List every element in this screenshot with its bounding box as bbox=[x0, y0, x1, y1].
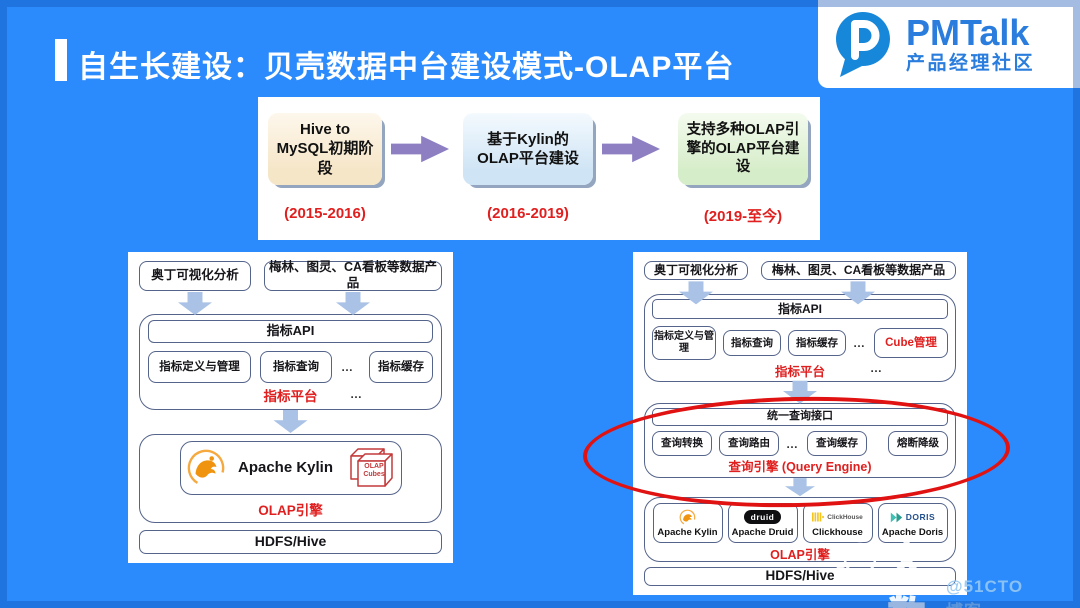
pmtalk-logo-icon bbox=[836, 12, 890, 77]
metric-modules-row: 指标定义与管理 指标查询 指标缓存 … Cube管理 bbox=[652, 325, 948, 361]
metric-platform-label-row: 指标平台 … bbox=[652, 361, 948, 380]
engine-name: Apache Doris bbox=[881, 526, 944, 538]
timeline-stage-2: 基于Kylin的 OLAP平台建设 bbox=[463, 113, 593, 185]
title-accent-bar bbox=[55, 39, 67, 81]
down-arrow-icon bbox=[783, 380, 817, 404]
druid-logo-icon: druid bbox=[743, 509, 782, 526]
down-arrow-icon bbox=[273, 409, 308, 433]
brand-text: PMTalk 产品经理社区 bbox=[906, 14, 1035, 74]
clickhouse-logo-icon: ClickHouse bbox=[812, 509, 863, 526]
module-query-routing: 查询路由 bbox=[719, 431, 779, 457]
module-metric-query: 指标查询 bbox=[260, 350, 332, 383]
module-metric-cache: 指标缓存 bbox=[369, 350, 433, 383]
engine-logos-row: Apache Kylin druid Apache Druid bbox=[652, 503, 948, 544]
source-box-odin: 奥丁可视化分析 bbox=[644, 261, 748, 281]
architecture-before-panel: 奥丁可视化分析 梅林、图灵、CA看板等数据产品 指标API 指标定义与管理 指标… bbox=[128, 252, 453, 563]
ellipsis-dots: … bbox=[786, 436, 800, 451]
watermark-text: 大数据架构师 bbox=[887, 540, 927, 608]
metric-platform-container: 指标API 指标定义与管理 指标查询 … 指标缓存 指标平台 … bbox=[139, 313, 442, 410]
storage-box: HDFS/Hive bbox=[644, 567, 956, 586]
module-metric-definition: 指标定义与管理 bbox=[148, 350, 251, 383]
engine-kylin-box: Apache Kylin bbox=[652, 503, 723, 544]
arrow-row bbox=[139, 409, 442, 433]
metric-platform-label: 指标平台 bbox=[263, 388, 318, 404]
down-arrow-icon bbox=[178, 292, 212, 315]
engine-druid-box: druid Apache Druid bbox=[727, 503, 798, 544]
storage-box: HDFS/Hive bbox=[139, 529, 442, 554]
arrows-row bbox=[139, 291, 442, 315]
right-arrow-icon bbox=[602, 135, 660, 163]
timeline-date-2: (2016-2019) bbox=[487, 205, 569, 222]
kylin-logo-icon bbox=[679, 509, 696, 526]
kylin-logo-icon bbox=[187, 449, 225, 487]
engine-doris-box: DORIS Apache Doris bbox=[877, 503, 948, 544]
engine-clickhouse-box: ClickHouse Clickhouse bbox=[802, 503, 873, 544]
metric-platform-container: 指标API 指标定义与管理 指标查询 指标缓存 … Cube管理 指标平台 … bbox=[644, 294, 956, 383]
olap-engine-label: OLAP引擎 bbox=[258, 502, 323, 518]
metric-platform-label: 指标平台 bbox=[774, 365, 825, 380]
module-metric-definition: 指标定义与管理 bbox=[652, 326, 716, 361]
arrow-row bbox=[644, 478, 956, 497]
ellipsis-dots: … bbox=[853, 336, 867, 351]
olap-cubes-label: OLAP Cubes bbox=[363, 462, 385, 478]
module-cube-management: Cube管理 bbox=[874, 328, 948, 359]
ellipsis-dots: … bbox=[341, 359, 355, 374]
olap-engines-container: Apache Kylin druid Apache Druid bbox=[644, 497, 956, 563]
metric-api-box: 指标API bbox=[652, 299, 948, 320]
timeline-date-1: (2015-2016) bbox=[284, 205, 366, 222]
ellipsis-dots: … bbox=[870, 361, 884, 376]
module-query-transform: 查询转换 bbox=[652, 431, 712, 457]
timeline-stage-1: Hive to MySQL初期阶段 bbox=[268, 113, 382, 185]
arrows-row bbox=[644, 280, 956, 305]
module-circuit-breaker: 熔断降级 bbox=[888, 431, 948, 457]
unified-query-interface-box: 统一查询接口 bbox=[652, 408, 948, 427]
druid-logo-text: druid bbox=[743, 510, 782, 525]
query-engine-label: 查询引擎 (Query Engine) bbox=[728, 460, 872, 475]
down-arrow-icon bbox=[336, 292, 370, 315]
metric-modules-row: 指标定义与管理 指标查询 … 指标缓存 bbox=[148, 350, 433, 383]
down-arrow-icon bbox=[785, 478, 815, 497]
source-box-odin: 奥丁可视化分析 bbox=[139, 261, 251, 291]
doris-logo-text: DORIS bbox=[905, 512, 936, 523]
module-metric-cache: 指标缓存 bbox=[788, 330, 846, 357]
timeline-panel: Hive to MySQL初期阶段 基于Kylin的 OLAP平台建设 支持多种… bbox=[258, 97, 820, 240]
engine-name: Apache Kylin bbox=[657, 526, 718, 538]
timeline-stage-3: 支持多种OLAP引擎的OLAP平台建设 bbox=[678, 113, 808, 185]
module-query-cache: 查询缓存 bbox=[807, 431, 867, 457]
source-box-products: 梅林、图灵、CA看板等数据产品 bbox=[264, 260, 442, 291]
module-metric-query: 指标查询 bbox=[723, 330, 781, 357]
watermark-face-icon bbox=[836, 542, 887, 576]
source-box-products: 梅林、图灵、CA看板等数据产品 bbox=[761, 261, 956, 281]
metric-api-box: 指标API bbox=[148, 319, 433, 343]
query-modules-row: 查询转换 查询路由 … 查询缓存 熔断降级 bbox=[652, 431, 948, 457]
arrow-row bbox=[644, 380, 956, 404]
data-products-row: 奥丁可视化分析 梅林、图灵、CA看板等数据产品 bbox=[644, 261, 956, 281]
timeline-date-3: (2019-至今) bbox=[703, 208, 783, 225]
data-products-row: 奥丁可视化分析 梅林、图灵、CA看板等数据产品 bbox=[139, 260, 442, 291]
engine-name: Clickhouse bbox=[812, 526, 863, 538]
page-title: 自生长建设：贝壳数据中台建设模式-OLAP平台 bbox=[78, 51, 735, 84]
olap-engine-label: OLAP引擎 bbox=[770, 548, 830, 563]
architecture-after-panel: 奥丁可视化分析 梅林、图灵、CA看板等数据产品 指标API 指标定义与管理 指标… bbox=[633, 252, 967, 595]
right-arrow-icon bbox=[391, 135, 449, 163]
brand-name: PMTalk bbox=[906, 12, 1030, 54]
olap-cubes-icon: OLAP Cubes bbox=[345, 446, 395, 490]
watermark-handle: @51CTO博客 bbox=[946, 577, 1024, 608]
brand-badge: PMTalk 产品经理社区 bbox=[818, 0, 1080, 88]
brand-subtitle: 产品经理社区 bbox=[906, 52, 1036, 74]
query-engine-container: 统一查询接口 查询转换 查询路由 … 查询缓存 熔断降级 查询引擎 (Query… bbox=[644, 403, 956, 479]
olap-engine-container: Apache Kylin OLAP Cubes bbox=[139, 433, 442, 523]
clickhouse-logo-text: ClickHouse bbox=[827, 513, 863, 521]
ellipsis-dots: … bbox=[350, 386, 364, 401]
metric-platform-label-row: 指标平台 … bbox=[148, 385, 433, 404]
engine-name: Apache Druid bbox=[731, 526, 794, 538]
apache-kylin-box: Apache Kylin OLAP Cubes bbox=[179, 440, 402, 495]
engine-name: Apache Kylin bbox=[237, 459, 334, 477]
doris-logo-icon: DORIS bbox=[890, 509, 935, 526]
